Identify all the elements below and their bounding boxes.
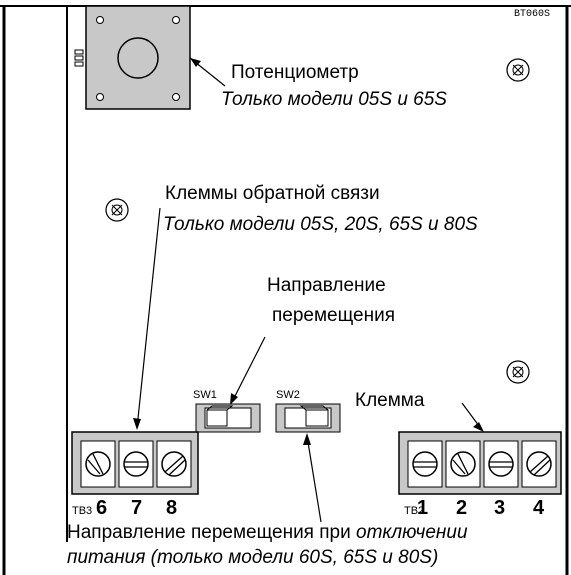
bottom-caption-italic: отключении — [356, 522, 468, 543]
tb2-terminal-block — [398, 431, 562, 495]
potentiometer-title: Потенциометр — [231, 62, 359, 83]
terminal-label: Клемма — [355, 390, 425, 411]
sw1-switch — [195, 403, 261, 433]
mounting-screw-icon — [105, 198, 129, 222]
direction-label-line2: перемещения — [272, 305, 395, 326]
power-off-pointer — [306, 435, 322, 523]
mounting-screw-icon — [506, 360, 530, 384]
direction-label-line1: Направление — [267, 275, 386, 296]
tb2-number: 4 — [533, 497, 545, 519]
bottom-caption-line2: питания (только модели 60S, 65S и 80S) — [67, 547, 439, 568]
tb2-number: 2 — [456, 497, 468, 519]
screw-terminal-icon — [526, 451, 552, 477]
tb3-terminal-block — [71, 431, 199, 495]
screw-terminal-icon — [412, 451, 438, 477]
tb3-label: TB3 — [72, 505, 93, 517]
tb2-number: 1 — [417, 497, 429, 519]
circuit-board — [0, 5, 571, 575]
tb3-number: 6 — [96, 497, 108, 519]
figure-code: BT060S — [514, 9, 551, 20]
tb2-label: TB2 — [404, 505, 425, 517]
potentiometer — [74, 5, 191, 110]
sw1-label: SW1 — [193, 389, 217, 401]
tb3-number: 8 — [166, 497, 178, 519]
feedback-terminals-title: Клеммы обратной связи — [165, 183, 380, 204]
potentiometer-note: Только модели 05S и 65S — [221, 89, 447, 110]
screw-terminal-icon — [488, 451, 514, 477]
bottom-caption-regular: Направление перемещения при — [67, 522, 356, 543]
bottom-caption-line1: Направление перемещения при отключении — [67, 522, 468, 544]
sw2-label: SW2 — [276, 389, 300, 401]
screw-terminal-icon — [85, 451, 111, 477]
direction-pointer — [231, 336, 266, 403]
tb2-number: 3 — [494, 497, 506, 519]
tb3-number: 7 — [131, 497, 143, 519]
feedback-pointer — [136, 207, 161, 429]
sw2-switch — [275, 403, 341, 433]
feedback-terminals-note: Только модели 05S, 20S, 65S и 80S — [163, 214, 478, 235]
mounting-screw-icon — [506, 58, 530, 82]
potentiometer-pins — [74, 49, 84, 67]
screw-terminal-icon — [450, 451, 476, 477]
screw-terminal-icon — [161, 451, 187, 477]
screw-terminal-icon — [123, 451, 149, 477]
